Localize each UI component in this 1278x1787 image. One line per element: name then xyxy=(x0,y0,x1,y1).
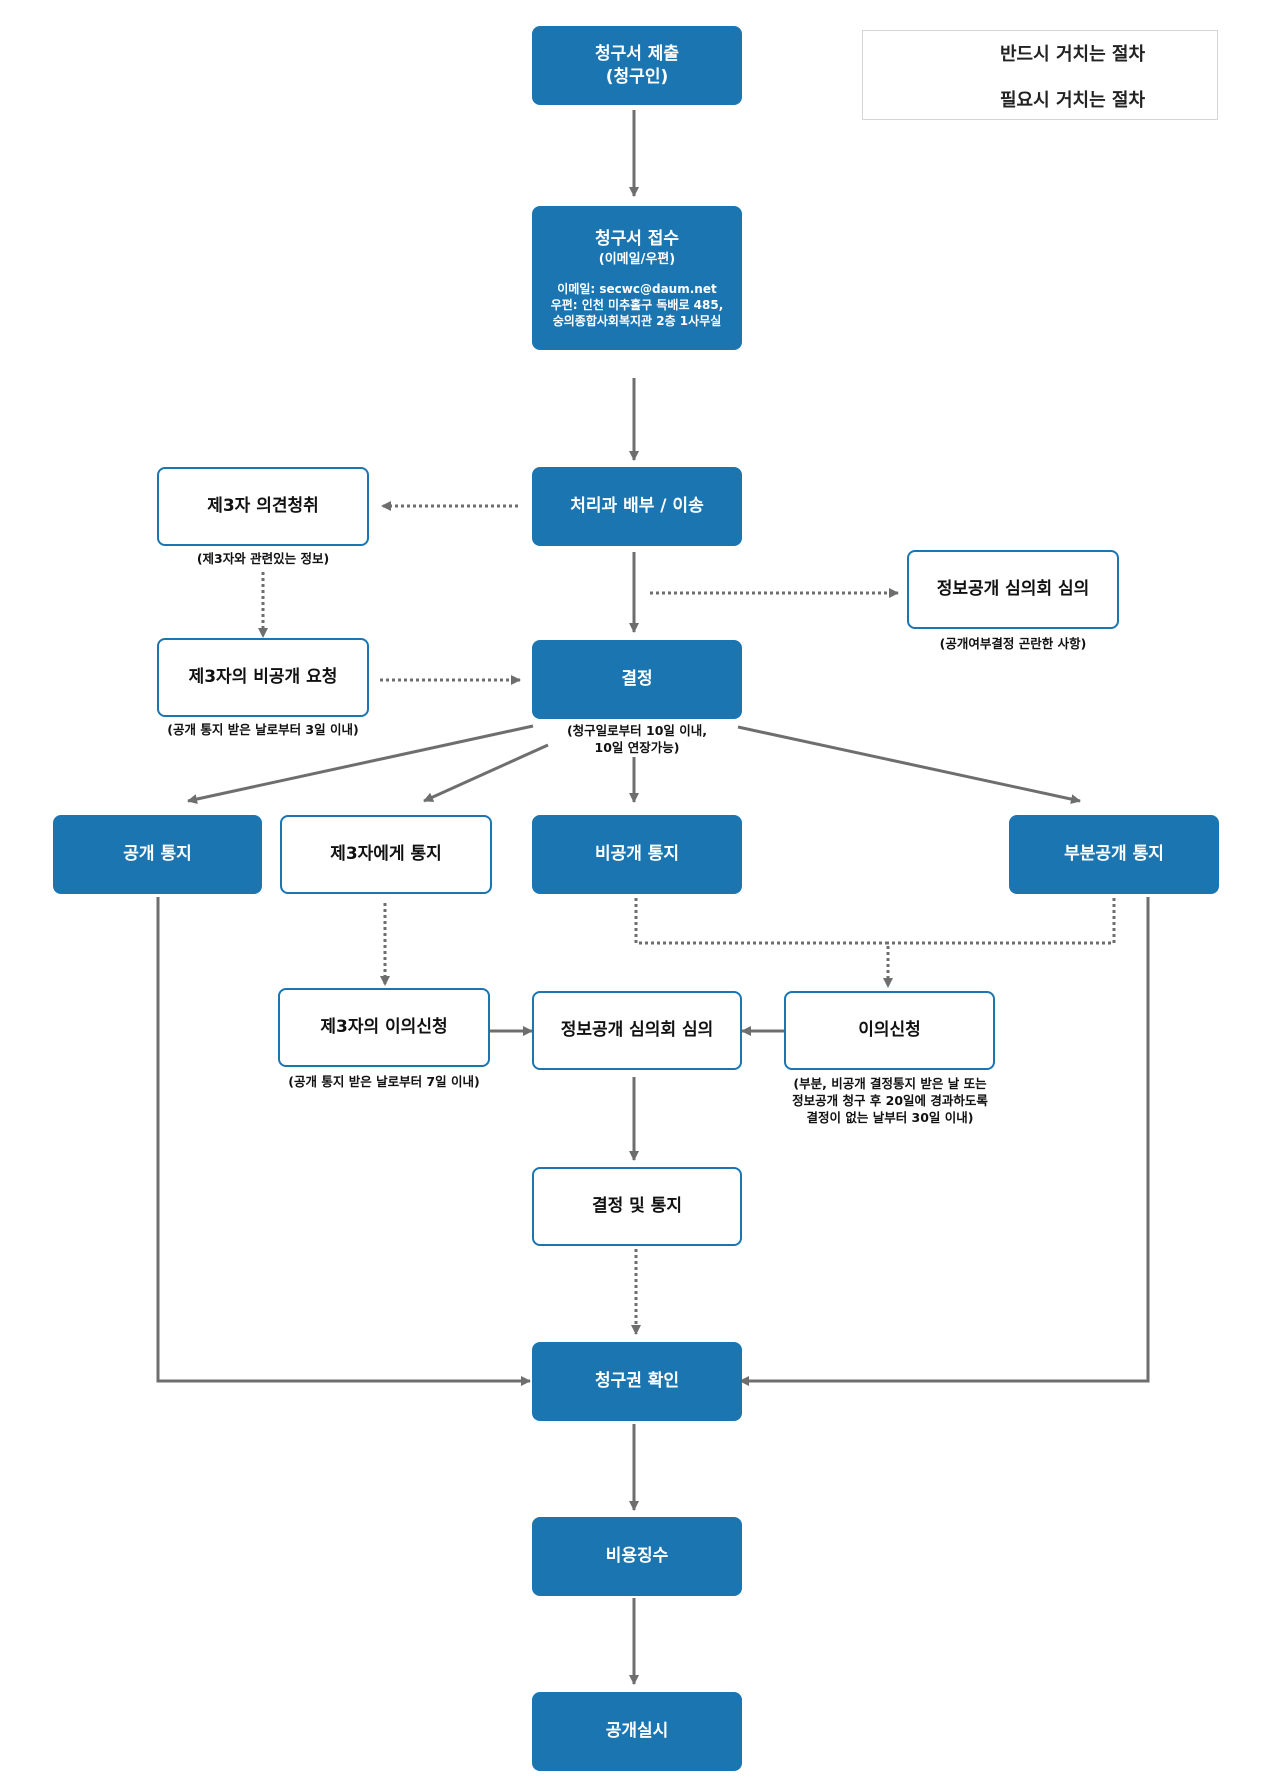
node-notice-closed-label: 비공개 통지 xyxy=(594,844,680,864)
node-receive-email: 이메일: secwc@daum.net xyxy=(557,281,717,296)
note-decision-1: (청구일로부터 10일 이내, xyxy=(566,723,708,738)
note-committee-top: (공개여부결정 곤란한 사항) xyxy=(939,636,1087,651)
node-disclose: 공개실시 xyxy=(532,1692,742,1771)
node-committee-mid: 정보공개 심의회 심의 xyxy=(532,991,742,1070)
node-submit: 청구서 제출 (청구인) xyxy=(532,26,742,105)
node-decision-label: 결정 xyxy=(621,669,653,689)
note-third-opinion: (제3자와 관련있는 정보) xyxy=(196,551,330,566)
node-fee-label: 비용징수 xyxy=(605,1546,669,1566)
node-objection: 이의신청 xyxy=(784,991,995,1070)
node-committee-mid-label: 정보공개 심의회 심의 xyxy=(560,1020,714,1040)
node-committee-top: 정보공개 심의회 심의 xyxy=(907,550,1119,629)
arrow-partial-claim xyxy=(739,897,1150,1386)
node-objection-label: 이의신청 xyxy=(858,1020,921,1040)
node-notice-open-label: 공개 통지 xyxy=(123,844,192,864)
note-third-request: (공개 통지 받은 날로부터 3일 이내) xyxy=(167,722,359,737)
note-objection-2: 정보공개 청구 후 20일에 경과하도록 xyxy=(792,1093,988,1108)
note-third-objection: (공개 통지 받은 날로부터 7일 이내) xyxy=(288,1074,480,1089)
node-third-opinion-label: 제3자 의견청취 xyxy=(207,496,319,516)
note-objection-1: (부분, 비공개 결정통지 받은 날 또는 xyxy=(793,1076,987,1091)
note-objection-3: 결정이 없는 날부터 30일 이내) xyxy=(806,1110,974,1125)
node-receive: 청구서 접수 (이메일/우편) 이메일: secwc@daum.net 우편: … xyxy=(532,206,742,350)
node-decision: 결정 xyxy=(532,640,742,719)
node-third-objection-label: 제3자의 이의신청 xyxy=(320,1017,448,1037)
node-fee: 비용징수 xyxy=(532,1517,742,1596)
node-committee-top-label: 정보공개 심의회 심의 xyxy=(936,579,1090,599)
node-disclose-label: 공개실시 xyxy=(605,1721,669,1741)
node-notice-closed: 비공개 통지 xyxy=(532,815,742,894)
legend-dotted-label: 필요시 거치는 절차 xyxy=(1000,90,1146,111)
node-final-decision-label: 결정 및 통지 xyxy=(591,1196,683,1216)
arrow-decision-open xyxy=(187,724,534,804)
node-third-request-label: 제3자의 비공개 요청 xyxy=(188,667,338,687)
node-notice-third-label: 제3자에게 통지 xyxy=(330,844,442,864)
node-receive-addr2: 숭의종합사회복지관 2층 1사무실 xyxy=(552,313,722,328)
node-submit-line1: 청구서 제출 xyxy=(594,43,680,64)
node-receive-addr1: 우편: 인천 미추홀구 독배로 485, xyxy=(550,297,724,312)
node-process: 처리과 배부 / 이송 xyxy=(532,467,742,546)
node-receive-line1: 청구서 접수 xyxy=(594,228,680,249)
node-final-decision: 결정 및 통지 xyxy=(532,1167,742,1246)
node-claim-check-label: 청구권 확인 xyxy=(594,1371,680,1391)
node-third-request: 제3자의 비공개 요청 xyxy=(157,638,369,717)
node-process-label: 처리과 배부 / 이송 xyxy=(570,496,704,516)
node-receive-line2: (이메일/우편) xyxy=(598,251,676,267)
node-third-objection: 제3자의 이의신청 xyxy=(278,988,490,1067)
arrow-open-claim xyxy=(156,897,531,1386)
node-notice-open: 공개 통지 xyxy=(53,815,262,894)
arrow-decision-third xyxy=(423,743,549,803)
dotted-partial-objection xyxy=(888,898,1116,945)
node-notice-partial: 부분공개 통지 xyxy=(1009,815,1219,894)
arrow-decision-partial xyxy=(737,725,1081,804)
legend-solid-label: 반드시 거치는 절차 xyxy=(1000,44,1146,65)
dotted-closed-objection xyxy=(634,898,893,988)
note-decision-2: 10일 연장가능) xyxy=(594,740,680,755)
node-third-opinion: 제3자 의견청취 xyxy=(157,467,369,546)
node-claim-check: 청구권 확인 xyxy=(532,1342,742,1421)
legend xyxy=(862,30,1218,120)
node-notice-third: 제3자에게 통지 xyxy=(280,815,492,894)
node-notice-partial-label: 부분공개 통지 xyxy=(1064,844,1164,864)
node-submit-line2: (청구인) xyxy=(605,66,669,87)
